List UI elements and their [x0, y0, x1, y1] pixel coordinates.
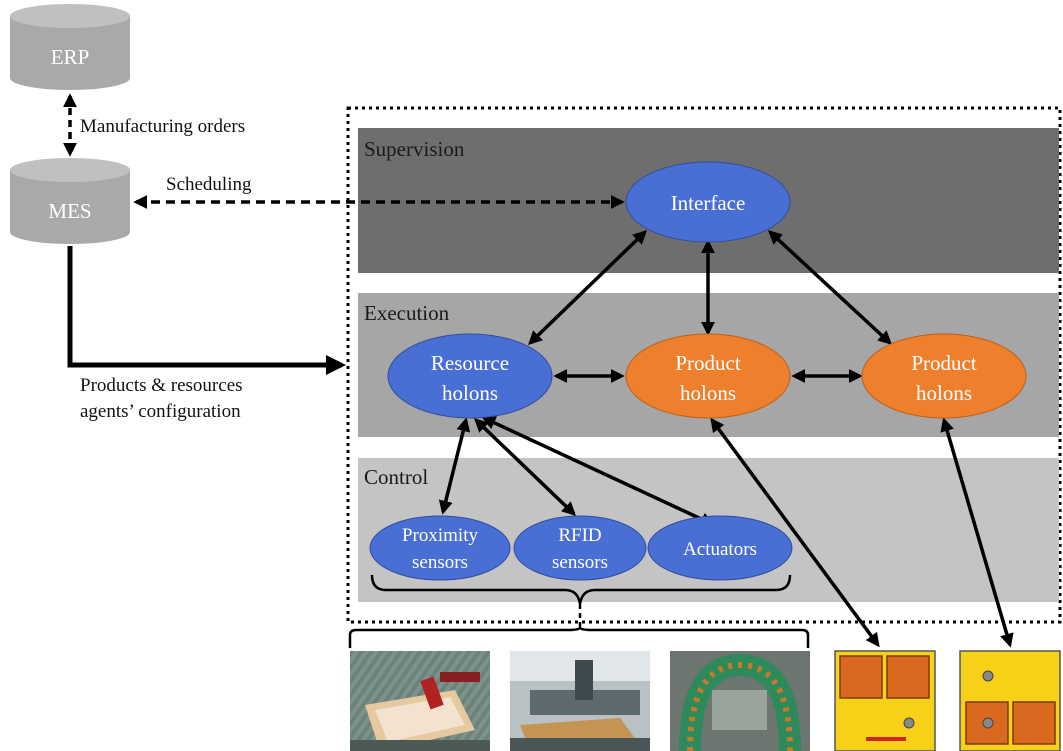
- interface-node: Interface: [625, 161, 791, 243]
- supervision-layer-label: Supervision: [364, 137, 465, 161]
- product1-physical-arrow: [710, 417, 880, 648]
- config-label-line2: agents’ configuration: [80, 401, 241, 422]
- svg-text:Interface: Interface: [671, 191, 746, 215]
- configuration-arrow: [67, 246, 346, 375]
- photos-brace: [348, 626, 810, 648]
- svg-text:Actuators: Actuators: [683, 539, 757, 560]
- rfid-sensors-node: RFID sensors: [513, 515, 647, 581]
- svg-text:sensors: sensors: [552, 552, 608, 573]
- product2-physical-arrow: [940, 417, 1014, 648]
- erp-database: ERP: [10, 4, 130, 90]
- svg-text:holons: holons: [916, 381, 972, 405]
- product-holons-node-1: Product holons: [625, 333, 791, 419]
- system-boundary: [346, 106, 1062, 624]
- resource-proximity-arrow: [438, 417, 471, 515]
- svg-text:Resource: Resource: [431, 351, 509, 375]
- svg-text:holons: holons: [680, 381, 736, 405]
- resource-holons-node: Resource holons: [387, 333, 553, 419]
- conveyor-photo-3: [670, 651, 810, 751]
- conveyor-photo-2: [510, 651, 650, 751]
- control-layer-label: Control: [364, 465, 428, 489]
- svg-text:Proximity: Proximity: [402, 525, 479, 546]
- manufacturing-orders-label: Manufacturing orders: [80, 116, 245, 137]
- svg-text:RFID: RFID: [558, 525, 601, 546]
- svg-text:sensors: sensors: [412, 552, 468, 573]
- scheduling-label: Scheduling: [166, 174, 252, 195]
- interface-product2-arrow: [767, 230, 893, 345]
- mes-database: MES: [10, 158, 130, 244]
- mes-label: MES: [48, 199, 91, 223]
- resource-actuators-arrow: [481, 416, 715, 526]
- product-holons-node-2: Product holons: [861, 333, 1027, 419]
- interface-resource-arrow: [527, 230, 648, 345]
- proximity-sensors-node: Proximity sensors: [369, 515, 511, 581]
- product-carrier-2: [959, 650, 1061, 751]
- product-carrier-1: [834, 650, 936, 751]
- execution-layer-label: Execution: [364, 301, 450, 325]
- svg-text:Product: Product: [911, 351, 976, 375]
- actuators-node: Actuators: [647, 515, 793, 581]
- svg-text:holons: holons: [442, 381, 498, 405]
- erp-label: ERP: [51, 45, 90, 69]
- svg-text:Product: Product: [675, 351, 740, 375]
- config-label-line1: Products & resources: [80, 375, 243, 396]
- conveyor-photo-1: [350, 651, 490, 751]
